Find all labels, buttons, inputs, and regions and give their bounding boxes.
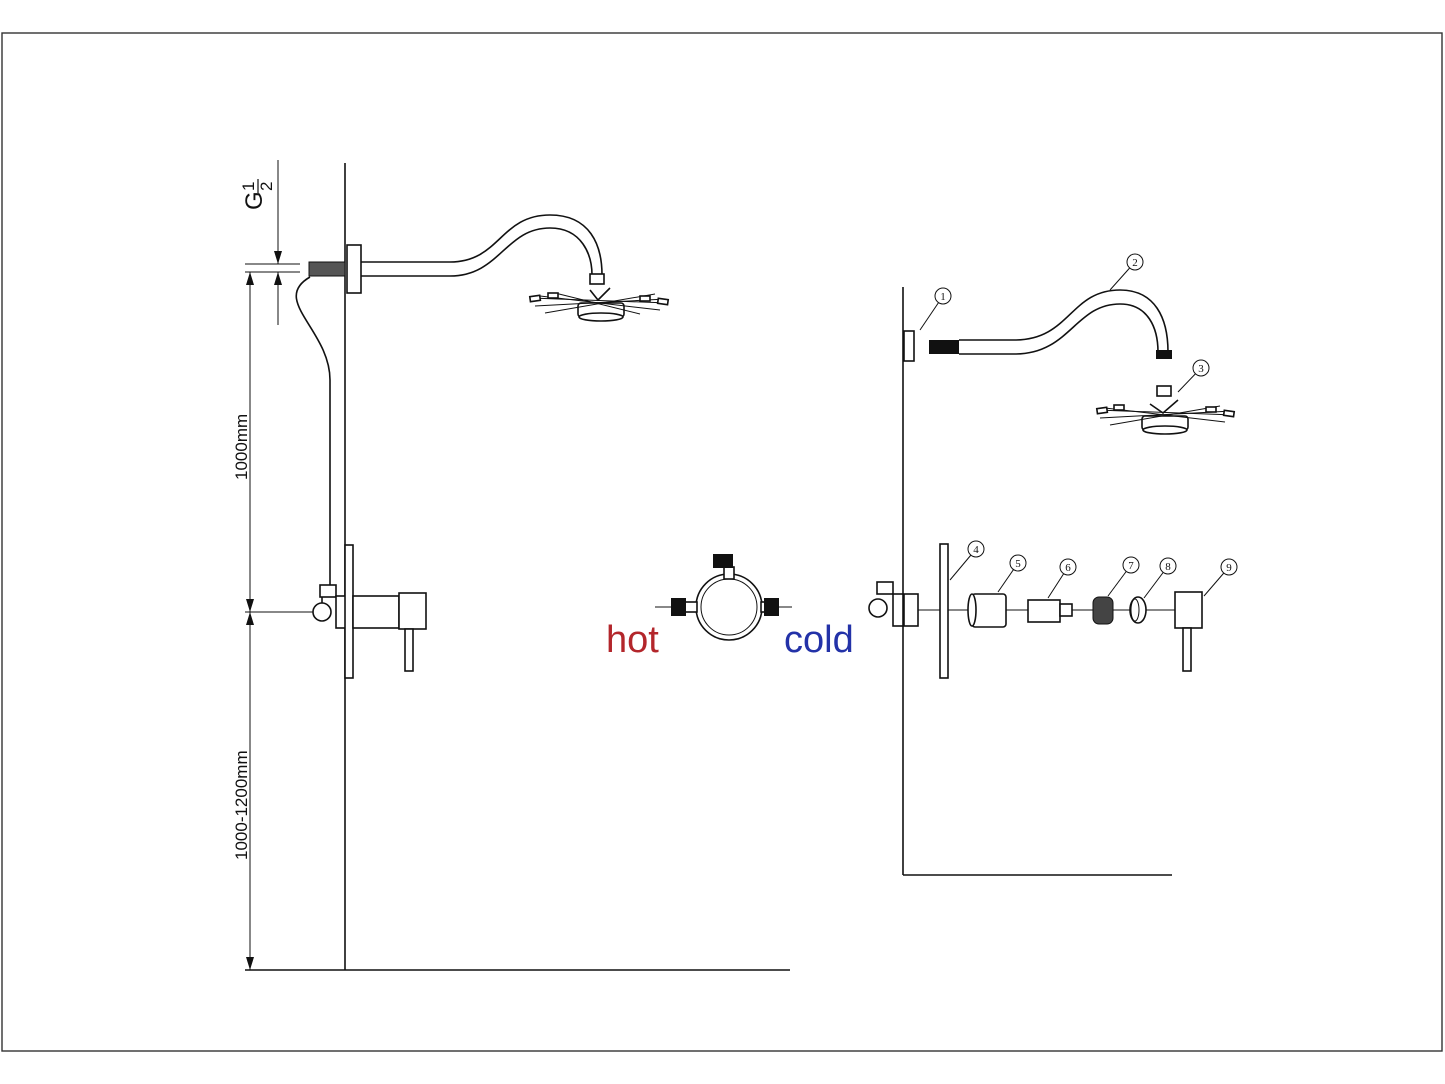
handle-body: [398, 592, 427, 630]
callout-circle: [1126, 253, 1144, 271]
handle-lever: [404, 628, 414, 672]
callout-3: 3: [1177, 359, 1210, 393]
thread-letter: G: [241, 191, 268, 210]
callouts: 1 2 3 4 5 6 7 8 9: [919, 253, 1238, 599]
part-9-lever: [1182, 627, 1192, 672]
callout-circle: [934, 287, 952, 305]
cold-connector: [764, 598, 779, 616]
callout-8: 8: [1143, 557, 1177, 599]
cover-plate: [344, 544, 354, 679]
callout-number: 9: [1226, 562, 1232, 574]
thread-arrow-top: [274, 251, 282, 264]
thread-denominator: 2: [257, 182, 276, 191]
callout-1: 1: [919, 287, 952, 331]
mixer-valve: [312, 544, 427, 679]
thread-arrow-bottom: [274, 272, 282, 285]
shower-arm-bottom: [361, 227, 593, 277]
callout-circle: [1059, 558, 1077, 576]
valve-ring: [695, 573, 763, 641]
dim-arrow-bottom: [246, 957, 254, 970]
dim-arrow-top: [246, 272, 254, 285]
part-8-ring: [1129, 596, 1147, 624]
exploded-valve-body: [903, 593, 919, 627]
lower-height-label: 1000-1200mm: [232, 750, 251, 860]
part-4-cover-plate: [939, 543, 949, 679]
dim-arrow-mid-down: [246, 612, 254, 625]
exploded-view: [868, 287, 1236, 876]
supply-pipe: [295, 276, 331, 585]
callout-number: 3: [1198, 363, 1204, 375]
shower-head: [528, 287, 670, 322]
page-border: [1, 32, 1443, 1052]
dim-arrow-mid-up: [246, 599, 254, 612]
callout-6: 6: [1047, 558, 1077, 599]
exploded-valve-inlet: [868, 598, 888, 618]
shower-arm-top: [361, 214, 603, 276]
callout-circle: [1122, 556, 1140, 574]
part-1-flange: [903, 330, 915, 362]
part-9-handle: [1174, 591, 1203, 629]
callout-number: 5: [1015, 558, 1021, 570]
part-5-sleeve: [971, 593, 1007, 628]
callout-circle: [1009, 554, 1027, 572]
callout-number: 4: [973, 544, 979, 556]
part-2-tip: [1156, 350, 1172, 359]
hot-inlet-label: hot: [606, 619, 659, 661]
part-7-nut: [1092, 596, 1114, 625]
callout-number: 6: [1065, 562, 1071, 574]
top-connector: [713, 554, 733, 568]
upper-height-label: 1000mm: [232, 414, 251, 480]
callout-number: 1: [940, 291, 946, 303]
callout-number: 2: [1132, 257, 1138, 269]
callout-circle: [1192, 359, 1210, 377]
callout-2: 2: [1109, 253, 1144, 291]
arm-tip: [589, 273, 605, 285]
callout-circle: [1220, 558, 1238, 576]
callout-number: 7: [1128, 560, 1134, 572]
cold-inlet-label: cold: [784, 619, 854, 661]
hot-connector: [671, 598, 686, 616]
part-6-cartridge: [1027, 599, 1061, 623]
callout-4: 4: [949, 540, 985, 581]
part-2-arm-top: [959, 289, 1169, 353]
callout-circle: [967, 540, 985, 558]
callout-9: 9: [1203, 558, 1238, 597]
wall-flange: [346, 244, 362, 294]
part-2-thread: [929, 340, 959, 354]
callout-circle: [1159, 557, 1177, 575]
inlet-diagram: hot cold: [606, 554, 854, 661]
thread-size-label: G 1 2: [239, 179, 276, 210]
installed-view: G 1 2 1000mm 1000-1200mm: [232, 160, 790, 971]
callout-5: 5: [997, 554, 1027, 593]
thread-numerator: 1: [239, 182, 258, 191]
threaded-nipple: [308, 261, 346, 277]
callout-7: 7: [1107, 556, 1140, 597]
part-3-shower-head: [1095, 385, 1236, 435]
part-2-arm-bottom: [959, 303, 1159, 355]
callout-number: 8: [1165, 561, 1171, 573]
